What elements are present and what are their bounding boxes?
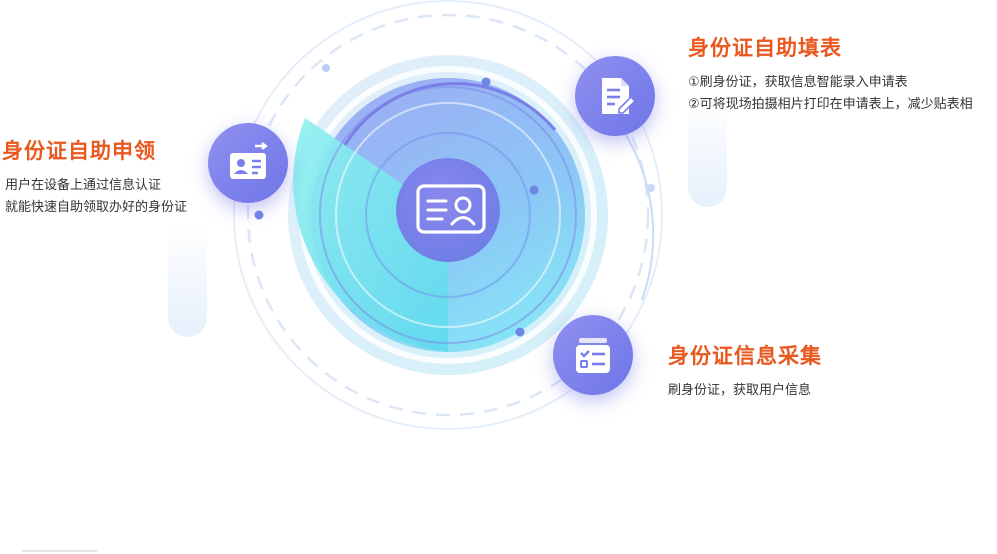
id-card-icon [208, 123, 288, 203]
feature-line: ②可将现场拍摄相片打印在申请表上，减少贴表相 [688, 97, 973, 112]
ring-dot [254, 210, 264, 220]
feature-line: 用户在设备上通过信息认证 [5, 178, 162, 193]
document-edit-icon [575, 56, 655, 136]
decorative-pill-right [688, 95, 727, 207]
checklist-icon [553, 315, 633, 395]
feature-title: 身份证自助填表 [688, 36, 842, 60]
feature-title: 身份证信息采集 [668, 344, 822, 368]
feature-line: ①刷身份证，获取信息智能录入申请表 [688, 75, 908, 90]
inner-ring-2 [365, 132, 531, 298]
feature-line: 刷身份证，获取用户信息 [668, 383, 812, 398]
right-arc [615, 119, 655, 301]
feature-title: 身份证自助申领 [2, 139, 156, 163]
inner-ring-1 [335, 102, 561, 328]
footer-divider [22, 550, 97, 552]
feature-self-form-fill: 身份证自助填表 ①刷身份证，获取信息智能录入申请表 ②可将现场拍摄相片打印在申请… [688, 32, 973, 116]
ring-dot [481, 77, 491, 87]
outer-guide-ring [233, 0, 663, 430]
ring-dot [647, 184, 655, 192]
accent-ring [319, 86, 577, 344]
dashed-guide-ring [246, 13, 650, 417]
core-disk [396, 158, 500, 262]
ring-dot [529, 185, 539, 195]
center-id-card-icon [416, 184, 486, 234]
feature-line: 就能快速自助领取办好的身份证 [5, 200, 188, 215]
cyan-wedge [293, 118, 448, 352]
ring-dot [322, 64, 330, 72]
accent-arc [343, 82, 557, 146]
feature-info-collection: 身份证信息采集 刷身份证，获取用户信息 [668, 340, 822, 402]
ring-dot [515, 327, 525, 337]
feature-self-pickup: 身份证自助申领 用户在设备上通过信息认证 就能快速自助领取办好的身份证 [2, 135, 187, 219]
decorative-pill-left [168, 222, 207, 337]
